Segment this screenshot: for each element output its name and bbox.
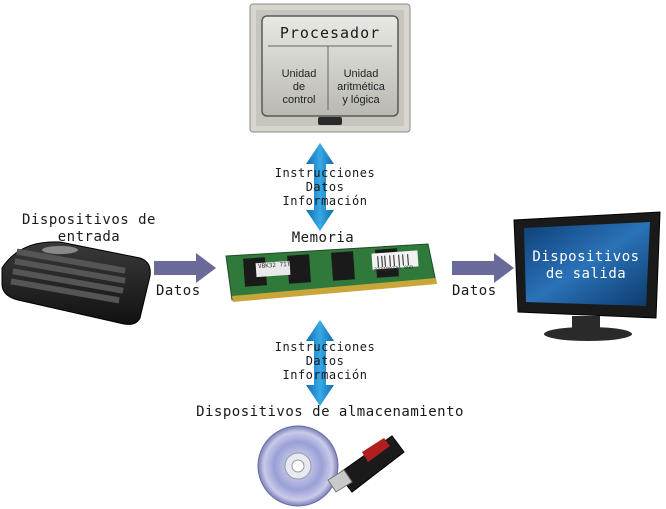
top-link-informacion: Información	[282, 194, 368, 208]
control-unit-line-1: Unidad	[281, 68, 317, 80]
keyboard-image	[1, 241, 151, 325]
control-unit-line-3: control	[282, 94, 316, 106]
output-screen-label: Dispositivos de salida	[526, 249, 646, 283]
bottom-link-informacion: Información	[282, 368, 368, 382]
bottom-link-instrucciones: Instrucciones	[274, 340, 376, 354]
top-link-labels: Instrucciones Datos Información	[250, 166, 400, 208]
memory-module	[225, 243, 437, 302]
output-arrow-label: Datos	[452, 283, 497, 299]
top-link-datos: Datos	[305, 180, 345, 194]
arrow-memory-storage	[306, 320, 334, 406]
alu-line-1: Unidad	[343, 68, 379, 80]
top-link-instrucciones: Instrucciones	[274, 166, 376, 180]
input-title-line-1: Dispositivos de	[22, 212, 156, 228]
storage-devices-title: Dispositivos de almacenamiento	[196, 404, 464, 420]
alu-line-2: aritmética	[337, 81, 385, 93]
bottom-link-datos: Datos	[305, 354, 345, 368]
input-title-line-2: entrada	[57, 229, 121, 245]
input-arrow-label: Datos	[156, 283, 201, 299]
arrow-processor-memory	[306, 143, 334, 231]
arrow-memory-output	[452, 253, 514, 283]
monitor-image	[513, 211, 661, 341]
processor-title: Procesador	[279, 24, 381, 42]
input-devices-title: Dispositivos de entrada	[4, 212, 174, 246]
output-screen-line-2: de salida	[545, 266, 627, 282]
control-unit-line-2: de	[292, 81, 306, 93]
alu-line-3: y lógica	[342, 94, 380, 106]
alu-label: Unidad aritmética y lógica	[329, 68, 393, 107]
arrow-input-memory	[154, 253, 216, 283]
storage-media-image	[257, 425, 405, 507]
memory-title: Memoria	[291, 230, 355, 246]
output-screen-line-1: Dispositivos	[532, 249, 640, 265]
processor-chip	[249, 3, 411, 133]
bottom-link-labels: Instrucciones Datos Información	[250, 340, 400, 382]
control-unit-label: Unidad de control	[270, 68, 328, 107]
